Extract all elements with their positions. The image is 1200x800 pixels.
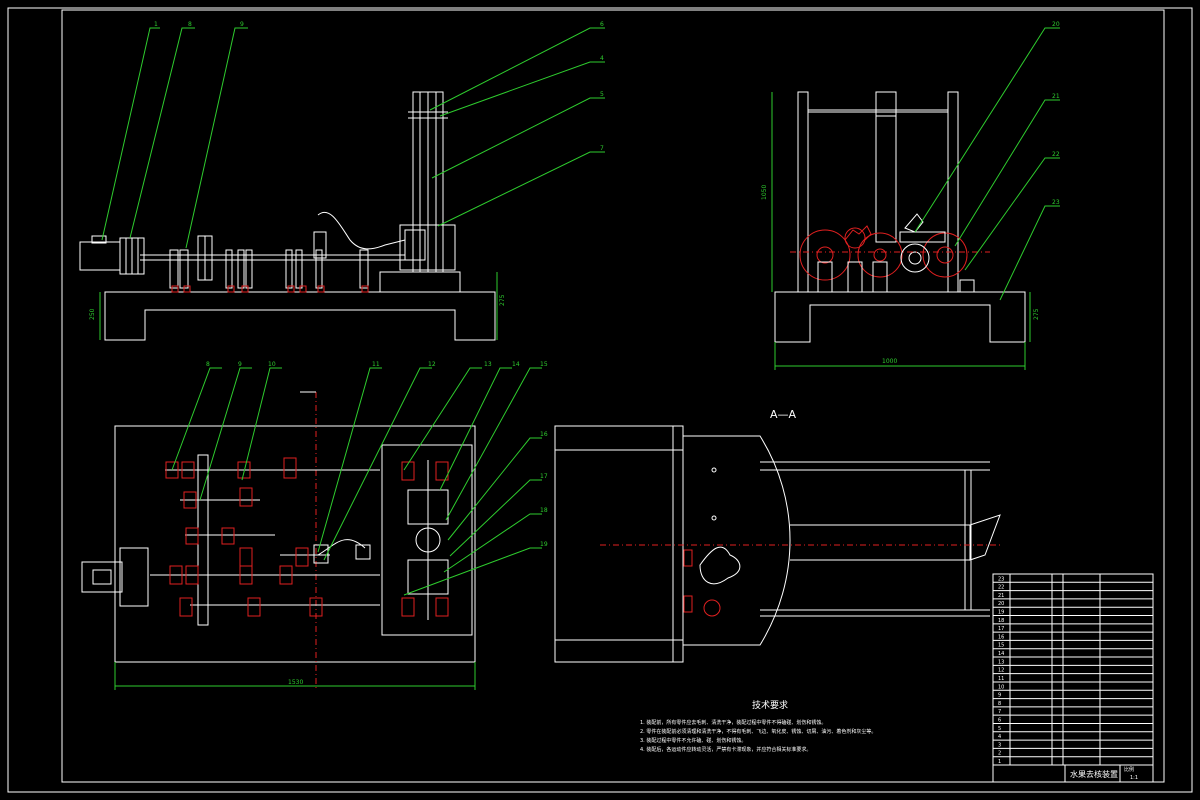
title-block-row-number: 20 <box>998 601 1004 607</box>
tech-requirements: 技术要求 1. 装配前，所有零件应去毛刺、清洗干净，装配过程中零件不得磕碰、划伤… <box>640 699 876 753</box>
tech-req-line-2: 2. 零件在装配前必须清理和清洗干净，不得有毛刺、飞边、氧化皮、锈蚀、切屑、油污… <box>640 728 876 735</box>
dim-front-height: 275 <box>499 294 506 306</box>
inner-border <box>61 9 1165 783</box>
callout-front-6: 5 <box>600 91 604 98</box>
title-block-row-number: 6 <box>998 717 1001 723</box>
sheet-label: 比例 <box>1124 766 1134 773</box>
callout-plan-12: 19 <box>540 541 548 548</box>
callout-front-7: 7 <box>600 145 604 152</box>
callout-front-5: 4 <box>600 55 604 62</box>
callout-front-3: 9 <box>240 21 244 28</box>
callout-plan-11: 18 <box>540 507 548 514</box>
callout-side-2: 21 <box>1052 93 1060 100</box>
callout-plan-8: 15 <box>540 361 548 368</box>
section-a-a: A—A <box>554 408 1001 663</box>
front-view: 250 275 1 8 9 6 4 5 7 <box>79 21 605 341</box>
title-block-row-number: 5 <box>998 726 1001 732</box>
tech-req-line-1: 1. 装配前，所有零件应去毛刺、清洗干净，装配过程中零件不得磕碰、划伤和锈蚀。 <box>640 719 826 726</box>
title-block-row-number: 15 <box>998 643 1004 649</box>
title-block-row-number: 4 <box>998 734 1001 740</box>
title-block-row-number: 10 <box>998 684 1004 690</box>
title-block-row-number: 8 <box>998 701 1001 707</box>
callout-plan-1: 8 <box>206 361 210 368</box>
callout-front-2: 8 <box>188 21 192 28</box>
title-block-row-number: 23 <box>998 576 1004 582</box>
dim-side-width: 1000 <box>882 358 897 365</box>
section-label: A—A <box>770 408 797 421</box>
title-block-row-number: 13 <box>998 659 1004 665</box>
callout-side-4: 23 <box>1052 199 1060 206</box>
callout-plan-6: 13 <box>484 361 492 368</box>
drawing-name: 水果去核装置 <box>1070 769 1118 779</box>
dim-plan-width: 1530 <box>288 679 303 686</box>
callout-plan-10: 17 <box>540 473 548 480</box>
title-block-row-number: 18 <box>998 618 1004 624</box>
title-block-row-number: 3 <box>998 742 1001 748</box>
scale-value: 1:1 <box>1130 775 1138 781</box>
title-block-row-number: 21 <box>998 593 1004 599</box>
title-block-row-number: 11 <box>998 676 1004 682</box>
callout-front-4: 6 <box>600 21 604 28</box>
tech-req-line-4: 4. 装配后，各运动件应转动灵活，严禁有卡滞现象，并应符合相关标准要求。 <box>640 746 811 753</box>
tech-req-line-3: 3. 装配过程中零件不允许磕、碰、划伤和锈蚀。 <box>640 737 746 744</box>
title-block-row-number: 14 <box>998 651 1004 657</box>
dim-front-left: 250 <box>89 308 96 320</box>
callout-side-1: 20 <box>1052 21 1060 28</box>
title-block-row-number: 17 <box>998 626 1004 632</box>
tech-requirements-title: 技术要求 <box>752 699 788 711</box>
dim-side-base: 275 <box>1033 308 1040 320</box>
title-block-row-number: 22 <box>998 585 1004 591</box>
callout-plan-4: 11 <box>372 361 380 368</box>
callout-plan-7: 14 <box>512 361 520 368</box>
callout-side-3: 22 <box>1052 151 1060 158</box>
outer-border <box>7 7 1193 793</box>
callout-plan-5: 12 <box>428 361 436 368</box>
side-view: 1050 1000 275 20 21 22 23 <box>761 21 1060 370</box>
title-block-row-number: 7 <box>998 709 1001 715</box>
title-block-row-number: 19 <box>998 610 1004 616</box>
title-block-row-number: 1 <box>998 759 1001 765</box>
callout-plan-9: 16 <box>540 431 548 438</box>
callout-plan-3: 10 <box>268 361 276 368</box>
motor <box>79 241 121 271</box>
plan-view: 1530 8 9 10 11 12 13 14 15 16 17 18 19 <box>81 361 548 690</box>
callout-front-1: 1 <box>154 21 158 28</box>
title-block-row-number: 16 <box>998 634 1004 640</box>
callout-plan-2: 9 <box>238 361 242 368</box>
title-block-row-number: 12 <box>998 668 1004 674</box>
title-block-row-number: 2 <box>998 751 1001 757</box>
title-block: 水果去核装置 比例 1:1 23222120191817161514131211… <box>992 573 1154 783</box>
dim-side-height: 1050 <box>761 185 768 200</box>
title-block-row-number: 9 <box>998 693 1001 699</box>
